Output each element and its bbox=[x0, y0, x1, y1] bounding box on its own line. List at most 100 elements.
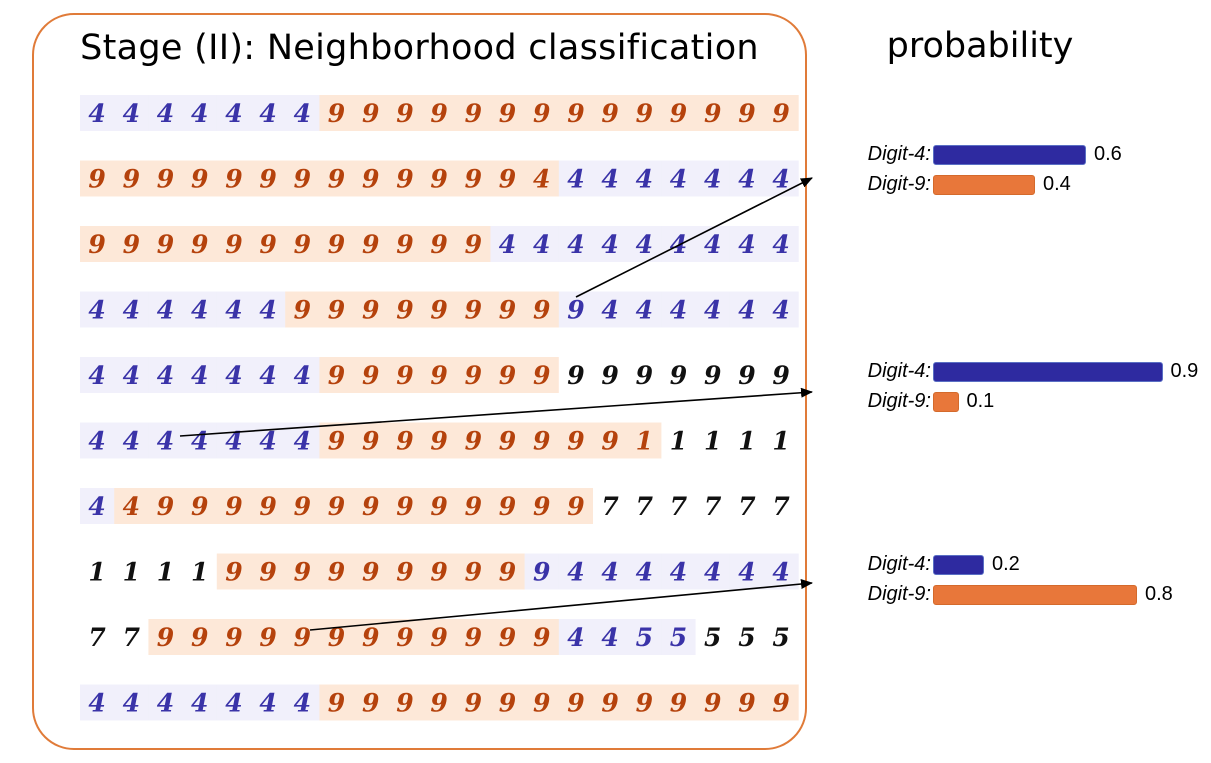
digit-glyph: 7 bbox=[772, 492, 790, 521]
digit-glyph: 9 bbox=[601, 361, 618, 390]
digit-glyph: 4 bbox=[636, 165, 653, 194]
digit-cell-bg bbox=[695, 95, 731, 131]
digit-cell-bg bbox=[285, 226, 320, 262]
digit-cell-bg bbox=[558, 226, 594, 262]
digit-cell-bg bbox=[353, 422, 389, 459]
digit-cell-bg bbox=[764, 684, 799, 721]
digit-glyph: 9 bbox=[465, 427, 482, 456]
digit-cell-bg bbox=[524, 553, 560, 590]
digit-glyph: 9 bbox=[259, 492, 276, 521]
digit-cell-bg bbox=[764, 553, 799, 590]
digit-cell-bg bbox=[114, 422, 149, 459]
digit-glyph: 9 bbox=[772, 361, 789, 390]
digit-cell-bg bbox=[490, 226, 526, 262]
digit-cell-bg bbox=[251, 226, 286, 262]
digit-glyph: 9 bbox=[157, 623, 174, 652]
digit-cell-bg bbox=[490, 684, 526, 721]
digit-cell-bg bbox=[422, 226, 457, 262]
digit-cell-bg bbox=[251, 553, 286, 590]
digit-cell-bg bbox=[524, 488, 560, 524]
digit-cell-bg bbox=[764, 488, 799, 524]
digit-glyph: 4 bbox=[157, 361, 174, 390]
digit-glyph: 4 bbox=[123, 361, 140, 390]
digit-glyph: 9 bbox=[704, 99, 721, 128]
digit-cell-bg bbox=[387, 160, 423, 197]
pointer-arrow bbox=[309, 579, 813, 631]
digit-cell-bg bbox=[764, 291, 799, 328]
digit-glyph: 4 bbox=[191, 427, 208, 456]
probability-value: 0.1 bbox=[966, 390, 995, 412]
digit-cell-bg bbox=[285, 291, 320, 328]
digit-cell-bg bbox=[593, 357, 628, 393]
digit-glyph: 1 bbox=[738, 427, 755, 456]
digit-cell-bg bbox=[285, 488, 320, 524]
digit-glyph: 5 bbox=[772, 623, 789, 652]
digit-glyph: 9 bbox=[567, 361, 584, 390]
digit-cell-bg bbox=[114, 226, 149, 262]
digit-cell-bg bbox=[216, 95, 252, 131]
digit-cell-bg bbox=[558, 619, 594, 655]
digit-cell-bg bbox=[422, 357, 457, 393]
digit-cell-bg bbox=[182, 160, 218, 197]
digit-glyph: 7 bbox=[123, 623, 141, 652]
digit-cell-bg bbox=[285, 684, 320, 721]
digit-glyph: 9 bbox=[601, 689, 618, 718]
digit-glyph: 9 bbox=[328, 558, 345, 587]
digit-cell-bg bbox=[387, 291, 423, 328]
digit-glyph: 9 bbox=[465, 558, 482, 587]
probability-label: Digit-9: bbox=[867, 390, 931, 412]
digit-cell-bg bbox=[216, 684, 252, 721]
digit-cell-bg bbox=[764, 422, 799, 459]
digit9-probability-bar bbox=[933, 175, 1035, 195]
digit-cell-bg bbox=[627, 357, 662, 393]
digit-cell-bg bbox=[729, 488, 765, 524]
digit-cell-bg bbox=[80, 619, 115, 655]
digit-cell-bg bbox=[593, 619, 628, 655]
digit-glyph: 9 bbox=[430, 296, 447, 325]
digit-cell-bg bbox=[524, 357, 560, 393]
digit-cell-bg bbox=[456, 488, 491, 524]
digit-glyph: 9 bbox=[499, 558, 516, 587]
digit-cell-bg bbox=[353, 357, 389, 393]
digit-cell-bg bbox=[490, 422, 526, 459]
digit-cell-bg bbox=[387, 95, 423, 131]
digit-glyph: 4 bbox=[704, 296, 721, 325]
digit-cell-bg bbox=[251, 291, 286, 328]
probability-label: Digit-4: bbox=[867, 553, 931, 575]
digit-glyph: 4 bbox=[259, 296, 276, 325]
probability-label: Digit-4: bbox=[867, 360, 931, 382]
digit-glyph: 9 bbox=[499, 427, 516, 456]
digit-glyph: 9 bbox=[465, 623, 482, 652]
digit-glyph: 9 bbox=[533, 99, 550, 128]
digit-glyph: 9 bbox=[465, 230, 482, 259]
digit-glyph: 4 bbox=[123, 492, 140, 521]
digit-glyph: 4 bbox=[88, 296, 105, 325]
digit-cell-bg bbox=[182, 488, 218, 524]
digit-cell-bg bbox=[80, 95, 115, 131]
digit-glyph: 9 bbox=[362, 623, 379, 652]
digit-cell-bg bbox=[524, 291, 560, 328]
digit-glyph: 4 bbox=[157, 296, 174, 325]
digit-cell-bg bbox=[627, 488, 662, 524]
digit-cell-bg bbox=[729, 422, 765, 459]
digit-glyph: 9 bbox=[396, 689, 413, 718]
digit-glyph: 9 bbox=[533, 492, 550, 521]
digit-glyph: 9 bbox=[738, 689, 755, 718]
digit-glyph: 9 bbox=[396, 623, 413, 652]
digit-cell-bg bbox=[695, 160, 731, 197]
digit-glyph: 9 bbox=[157, 230, 174, 259]
digit-cell-bg bbox=[456, 619, 491, 655]
digit-cell-bg bbox=[764, 95, 799, 131]
digit-cell-bg bbox=[422, 488, 457, 524]
digit-glyph: 9 bbox=[328, 361, 345, 390]
digit-glyph: 9 bbox=[157, 165, 174, 194]
probability-title: probability bbox=[886, 26, 1074, 66]
digit-glyph: 4 bbox=[225, 296, 242, 325]
digit-cell-bg bbox=[695, 488, 731, 524]
digit-cell-bg bbox=[387, 684, 423, 721]
digit-glyph: 4 bbox=[88, 99, 105, 128]
digit-glyph: 4 bbox=[294, 689, 311, 718]
digit-cell-bg bbox=[216, 619, 252, 655]
